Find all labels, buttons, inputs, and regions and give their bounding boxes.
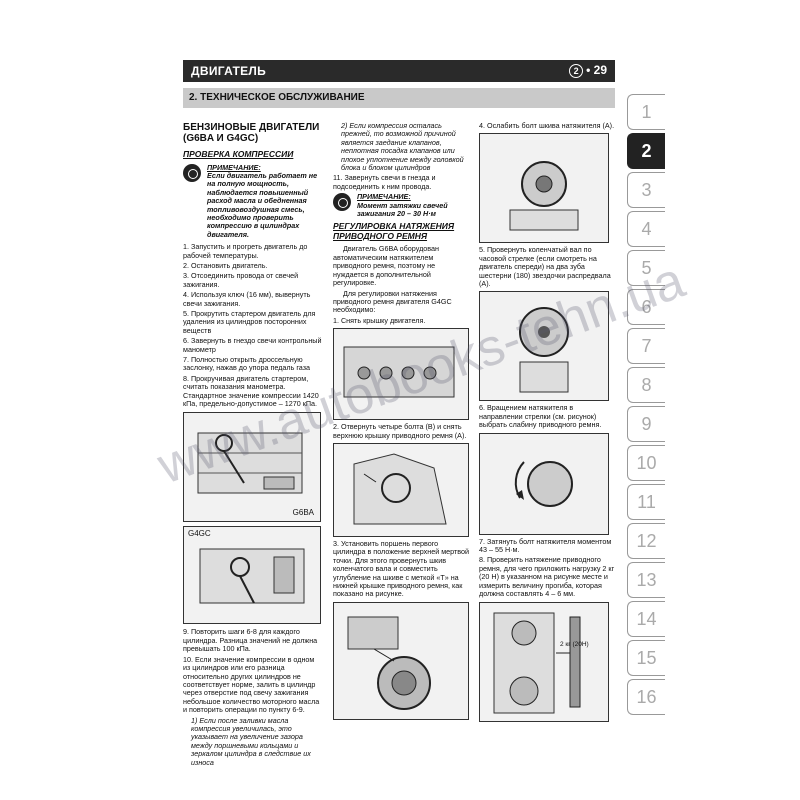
step-9: 9. Повторить шаги 6-8 для каждого цилинд…: [183, 627, 318, 654]
engine-cover-illustration: [343, 346, 455, 398]
chapter-tab-2[interactable]: 2: [627, 133, 665, 169]
figure-belt-cover: [333, 442, 469, 537]
note-title: ПРИМЕЧАНИЕ:: [207, 162, 261, 172]
note-text: Момент затяжки свечей зажигания 20 – 30 …: [357, 200, 448, 219]
step-10-1: 1) Если после заливки масла компрессия у…: [191, 715, 311, 767]
figure-load-label: 2 кг (20Н): [560, 640, 589, 648]
figure-camshaft: [479, 291, 609, 402]
step-7: 7. Полностью открыть дроссельную заслонк…: [183, 355, 311, 373]
chapter-tab-4[interactable]: 4: [627, 211, 665, 247]
chapter-tab-14[interactable]: 14: [627, 601, 665, 637]
chapter-tab-9[interactable]: 9: [627, 406, 665, 442]
belt-step-8: 8. Проверить натяжение приводного ремня,…: [479, 555, 615, 599]
figure-belt-deflection: 2 кг (20Н): [479, 601, 609, 722]
note-block: ПРИМЕЧАНИЕ: Если двигатель работает не н…: [183, 162, 323, 240]
belt-step-5: 5. Провернуть коленчатый вал по часовой …: [479, 245, 611, 289]
figure-g4gc: G4GC: [183, 526, 321, 625]
figure-tensioner-rotate: [479, 432, 609, 535]
tensioner-rotation-illustration: [514, 460, 573, 507]
chapter-tab-5[interactable]: 5: [627, 250, 665, 286]
figure-label-g4gc: G4GC: [188, 529, 211, 539]
note-title: ПРИМЕЧАНИЕ:: [357, 192, 411, 202]
belt-step-2: 2. Отвернуть четыре болта (B) и снять ве…: [333, 422, 467, 440]
column-3: 4. Ослабить болт шкива натяжителя (A). 5…: [479, 121, 617, 725]
note-icon: [183, 163, 201, 182]
chapter-tab-12[interactable]: 12: [627, 523, 665, 559]
chapter-tab-7[interactable]: 7: [627, 328, 665, 364]
step-5: 5. Прокрутить стартером двигатель для уд…: [183, 309, 316, 335]
chapter-tab-8[interactable]: 8: [627, 367, 665, 403]
crank-pulley-illustration: [347, 616, 431, 710]
figure-crank-pulley: [333, 601, 469, 720]
figure-g6ba: G6BA: [183, 412, 321, 523]
heading-belt: РЕГУЛИРОВКА НАТЯЖЕНИЯ ПРИВОДНОГО РЕМНЯ: [333, 221, 455, 241]
belt-step-6: 6. Вращением натяжителя в направлении ст…: [479, 403, 602, 430]
note-text: Если двигатель работает не на полную мощ…: [207, 170, 318, 239]
figure-tensioner-bolt: [479, 133, 609, 244]
note-block-2: ПРИМЕЧАНИЕ: Момент затяжки свечей зажига…: [333, 192, 471, 219]
header-title: ДВИГАТЕЛЬ: [191, 64, 267, 78]
heading-engines: БЕНЗИНОВЫЕ ДВИГАТЕЛИ (G6BA И G4GC): [183, 122, 320, 144]
chapter-tab-1[interactable]: 1: [627, 94, 665, 130]
step-10: 10. Если значение компрессии в одном из …: [183, 654, 320, 715]
page-header: ДВИГАТЕЛЬ 2• 29: [183, 60, 615, 82]
page-number: 2• 29: [569, 63, 607, 78]
engine-illustration-g6ba: [197, 432, 303, 494]
belt-step-7: 7. Затянуть болт натяжителя моментом 43 …: [479, 536, 612, 555]
step-4: 4. Используя ключ (16 мм), вывернуть све…: [183, 290, 311, 308]
step-10-2: 2) Если компрессия осталась прежней, то …: [341, 121, 464, 173]
figure-engine-cover: [333, 328, 469, 421]
step-11: 11. Завернуть свечи в гнезда и подсоедин…: [333, 173, 436, 191]
chapter-tab-11[interactable]: 11: [627, 484, 665, 520]
belt-cover-illustration: [353, 453, 447, 525]
belt-paragraph-1: Двигатель G6BA оборудован автоматическим…: [333, 244, 439, 288]
belt-deflection-illustration: [493, 612, 581, 713]
belt-step-1: 1. Снять крышку двигателя.: [333, 315, 426, 325]
belt-step-3: 3. Установить поршень первого цилиндра в…: [333, 538, 470, 599]
step-6: 6. Завернуть в гнездо свечи контрольный …: [183, 336, 322, 354]
chapter-tab-10[interactable]: 10: [627, 445, 665, 481]
note-icon: [333, 193, 351, 212]
chapter-tab-6[interactable]: 6: [627, 289, 665, 325]
tensioner-illustration: [509, 161, 579, 231]
chapter-tab-13[interactable]: 13: [627, 562, 665, 598]
camshaft-illustration: [519, 307, 569, 393]
chapter-circle: 2: [569, 63, 584, 78]
belt-step-4: 4. Ослабить болт шкива натяжителя (A).: [479, 121, 615, 130]
figure-label-g6ba: G6BA: [292, 508, 314, 518]
step-3: 3. Отсоединить провода от свечей зажиган…: [183, 271, 299, 289]
step-8: 8. Прокручивая двигатель стартером, счит…: [183, 373, 319, 409]
section-title-bar: 2. ТЕХНИЧЕСКОЕ ОБСЛУЖИВАНИЕ: [183, 88, 615, 108]
chapter-tab-15[interactable]: 15: [627, 640, 665, 676]
column-2: 2) Если компрессия осталась прежней, то …: [333, 121, 471, 723]
document-page: ДВИГАТЕЛЬ 2• 29 2. ТЕХНИЧЕСКОЕ ОБСЛУЖИВА…: [183, 60, 617, 766]
column-1: БЕНЗИНОВЫЕ ДВИГАТЕЛИ (G6BA И G4GC) ПРОВЕ…: [183, 122, 323, 769]
belt-paragraph-2: Для регулировки натяжения приводного рем…: [333, 288, 452, 315]
section-title: 2. ТЕХНИЧЕСКОЕ ОБСЛУЖИВАНИЕ: [189, 92, 365, 103]
heading-compression: ПРОВЕРКА КОМПРЕССИИ: [183, 149, 294, 159]
step-1: 1. Запустить и прогреть двигатель до раб…: [183, 242, 308, 260]
chapter-tab-3[interactable]: 3: [627, 172, 665, 208]
chapter-tab-16[interactable]: 16: [627, 679, 665, 715]
engine-illustration-g4gc: [199, 548, 305, 604]
step-2: 2. Остановить двигатель.: [183, 260, 268, 270]
